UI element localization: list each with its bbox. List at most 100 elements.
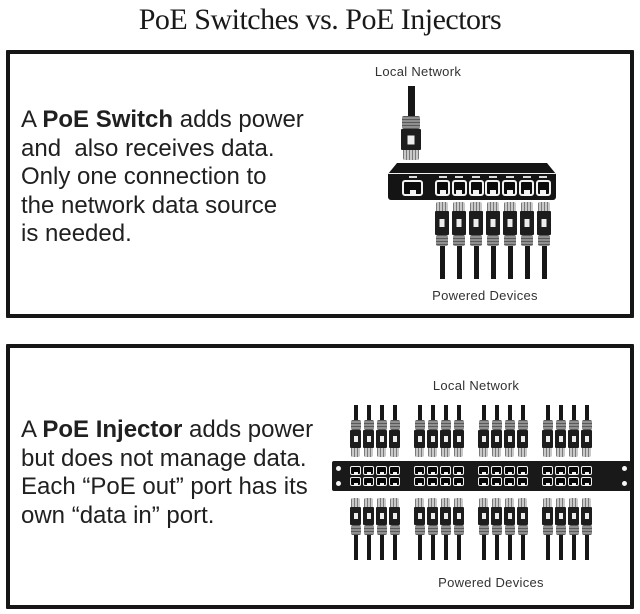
plug-body [520, 211, 534, 235]
rj45-port [517, 466, 528, 475]
cable-wire [379, 535, 384, 560]
description-line: Each “PoE out” port has its [21, 473, 308, 500]
description-line: but does not manage data. [21, 444, 307, 472]
plug-body [414, 430, 425, 448]
switch-front-face [388, 174, 556, 200]
cable-boot [542, 525, 553, 535]
rj45-port [376, 477, 387, 486]
cable-boot [453, 235, 465, 246]
plug-contacts [377, 448, 386, 457]
plug-body [517, 507, 528, 525]
cable-group [478, 498, 528, 560]
rj45-port [542, 466, 553, 475]
cable-wire [417, 535, 422, 560]
cable-boot [517, 420, 528, 430]
plug-body [537, 211, 551, 235]
ethernet-plug-down [414, 405, 425, 457]
cable-wire [571, 535, 576, 560]
cable-boot [389, 525, 400, 535]
cable-boot [504, 235, 516, 246]
cable-boot [440, 420, 451, 430]
ethernet-plug-down [453, 405, 464, 457]
plug-body [542, 430, 553, 448]
cable-group [350, 498, 400, 560]
ethernet-plug-up [517, 498, 528, 560]
cable-wire [494, 405, 499, 420]
cable-wire [353, 535, 358, 560]
rj45-port [491, 466, 502, 475]
ethernet-plug-up [435, 202, 449, 279]
cable-wire [417, 405, 422, 420]
ethernet-plug-up [503, 202, 517, 279]
cable-boot [504, 420, 515, 430]
ethernet-plug-down [363, 405, 374, 457]
ethernet-plug-up [568, 498, 579, 560]
plug-body [486, 211, 500, 235]
uplink-cable-row [401, 86, 421, 160]
injector-port-groups [350, 466, 592, 486]
description-line: the network data source [21, 191, 278, 219]
rj45-port [555, 477, 566, 486]
cable-wire [520, 535, 525, 560]
rj45-port [542, 477, 553, 486]
rj45-port [414, 477, 425, 486]
plug-body [350, 430, 361, 448]
cable-wire [545, 535, 550, 560]
local-network-label: Local Network [374, 64, 462, 79]
rj45-port [414, 466, 425, 475]
poe-injector-panel: A PoE Injector adds power but does not m… [6, 344, 634, 609]
powered-devices-label: Powered Devices [438, 575, 544, 590]
plug-contacts [454, 448, 463, 457]
plug-contacts [351, 498, 360, 507]
ethernet-plug-up [491, 498, 502, 560]
plug-body [453, 430, 464, 448]
plug-contacts [582, 448, 591, 457]
plug-body [491, 507, 502, 525]
rj45-port [453, 466, 464, 475]
cable-wire [507, 535, 512, 560]
plug-body [504, 430, 515, 448]
desc-text: A [21, 416, 43, 443]
desc-term-bold: PoE Injector [42, 416, 183, 443]
cable-boot [555, 420, 566, 430]
cable-wire [407, 86, 415, 116]
ethernet-plug-up [486, 202, 500, 279]
page-title: PoE Switches vs. PoE Injectors [138, 3, 502, 36]
cable-wire [379, 405, 384, 420]
ethernet-plug-down [555, 405, 566, 457]
cable-group [542, 498, 592, 560]
rj45-port [376, 466, 387, 475]
cable-boot [478, 420, 489, 430]
plug-contacts [428, 448, 437, 457]
plug-body [478, 430, 489, 448]
description-line: is needed. [21, 220, 132, 247]
ethernet-plug-up [427, 498, 438, 560]
switch-top-face [388, 163, 556, 174]
plug-body [517, 430, 528, 448]
description-line: A PoE Switch adds power [21, 106, 351, 135]
plug-body [427, 430, 438, 448]
plug-contacts [441, 448, 450, 457]
plug-body [568, 430, 579, 448]
plug-contacts [569, 448, 578, 457]
plug-contacts [415, 498, 424, 507]
cable-wire [584, 535, 589, 560]
desc-text: adds power [173, 106, 304, 133]
cable-boot [427, 420, 438, 430]
cable-boot [568, 420, 579, 430]
cable-wire [430, 535, 435, 560]
cable-wire [443, 405, 448, 420]
plug-contacts [505, 448, 514, 457]
cable-wire [353, 405, 358, 420]
plug-contacts [479, 498, 488, 507]
cable-wire [392, 405, 397, 420]
plug-contacts [415, 448, 424, 457]
poe-switch-panel: A PoE Switch adds power and also receive… [6, 50, 634, 318]
plug-contacts [364, 448, 373, 457]
ethernet-plug-down [350, 405, 361, 457]
ethernet-plug-up [542, 498, 553, 560]
cable-boot [350, 420, 361, 430]
plug-body [440, 507, 451, 525]
cable-wire [584, 405, 589, 420]
cable-group [542, 405, 592, 457]
